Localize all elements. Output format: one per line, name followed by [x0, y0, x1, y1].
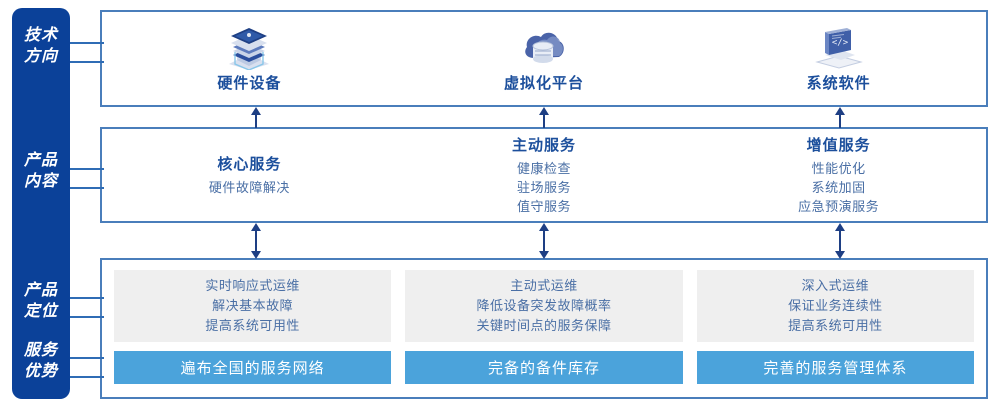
sidebar-label-line2: 方向 — [23, 48, 58, 65]
content-item: 系统加固 — [811, 180, 866, 195]
tech-label-hardware: 硬件设备 — [217, 75, 282, 92]
tech-column-hardware[interactable]: 硬件设备 — [102, 12, 397, 105]
sidebar-item-tech-direction[interactable]: 技术 方向 — [12, 25, 70, 67]
connector-line-tech-top — [62, 42, 104, 44]
arrow-bidirectional-valueadd — [835, 223, 845, 259]
tech-direction-panel: 硬件设备 虚拟化平台 — [100, 10, 988, 107]
content-item: 值守服务 — [517, 199, 572, 214]
sidebar-item-service-advantage[interactable]: 服务 优势 — [12, 340, 70, 382]
sidebar-label-line2: 优势 — [23, 363, 58, 380]
positioning-line: 提高系统可用性 — [788, 318, 883, 333]
connector-line-advantage-top — [62, 357, 104, 359]
sidebar-label-line1: 产品 — [23, 282, 58, 299]
content-item: 硬件故障解决 — [208, 180, 290, 195]
connector-line-content-top — [62, 168, 104, 170]
arrow-up-system-software — [835, 107, 845, 128]
content-title-core-service: 核心服务 — [217, 156, 282, 173]
connector-line-content-bottom — [62, 187, 104, 189]
arrow-bidirectional-core — [251, 223, 261, 259]
cloud-database-icon — [525, 32, 564, 63]
positioning-box-realtime[interactable]: 实时响应式运维 解决基本故障 提高系统可用性 — [114, 270, 392, 342]
content-item: 健康检查 — [517, 161, 572, 176]
sidebar-label-line1: 产品 — [23, 152, 58, 169]
connector-line-advantage-bottom — [62, 376, 104, 378]
positioning-advantage-panel: 实时响应式运维 解决基本故障 提高系统可用性 遍布全国的服务网络 主动式运维 降… — [100, 258, 988, 399]
tech-label-system-software: 系统软件 — [806, 75, 871, 92]
positioning-line: 解决基本故障 — [212, 298, 294, 313]
positioning-box-proactive[interactable]: 主动式运维 降低设备突发故障概率 关键时间点的服务保障 — [405, 270, 683, 342]
content-column-valueadd-service[interactable]: 增值服务 性能优化 系统加固 应急预演服务 — [691, 129, 986, 221]
content-column-core-service[interactable]: 核心服务 硬件故障解决 — [102, 129, 397, 221]
arrow-bidirectional-proactive — [539, 223, 549, 259]
laptop-code-icon: </> — [814, 28, 863, 69]
positioning-line: 关键时间点的服务保障 — [476, 318, 612, 333]
content-item: 应急预演服务 — [798, 199, 880, 214]
positioning-line: 主动式运维 — [510, 278, 578, 293]
advantage-bar-service-network[interactable]: 遍布全国的服务网络 — [114, 351, 392, 384]
positioning-box-indepth[interactable]: 深入式运维 保证业务连续性 提高系统可用性 — [696, 270, 974, 342]
connector-line-tech-bottom — [62, 61, 104, 63]
bottom-column-3: 深入式运维 保证业务连续性 提高系统可用性 完善的服务管理体系 — [696, 270, 974, 387]
bottom-column-1: 实时响应式运维 解决基本故障 提高系统可用性 遍布全国的服务网络 — [114, 270, 392, 387]
tech-label-virtualization: 虚拟化平台 — [504, 75, 585, 92]
svg-text:</>: </> — [832, 38, 849, 48]
advantage-bar-spare-parts[interactable]: 完备的备件库存 — [405, 351, 683, 384]
connector-line-positioning-top — [62, 297, 104, 299]
positioning-line: 实时响应式运维 — [205, 278, 300, 293]
server-stack-icon — [229, 28, 270, 70]
content-title-valueadd-service: 增值服务 — [806, 137, 871, 154]
positioning-line: 深入式运维 — [801, 278, 870, 293]
sidebar-item-product-positioning[interactable]: 产品 定位 — [12, 280, 70, 322]
content-column-proactive-service[interactable]: 主动服务 健康检查 驻场服务 值守服务 — [397, 129, 692, 221]
product-content-panel: 核心服务 硬件故障解决 主动服务 健康检查 驻场服务 值守服务 增值服务 性能优… — [100, 127, 988, 223]
content-item: 驻场服务 — [517, 180, 572, 195]
bottom-column-2: 主动式运维 降低设备突发故障概率 关键时间点的服务保障 完备的备件库存 — [405, 270, 683, 387]
sidebar-label-line2: 定位 — [23, 303, 58, 320]
positioning-line: 保证业务连续性 — [788, 298, 883, 313]
sidebar-label-line1: 服务 — [23, 342, 58, 359]
tech-column-system-software[interactable]: </> 系统软件 — [691, 12, 986, 105]
advantage-bar-management-system[interactable]: 完善的服务管理体系 — [696, 351, 974, 384]
tech-column-virtualization[interactable]: 虚拟化平台 — [397, 12, 692, 105]
arrow-up-virtualization — [539, 107, 549, 128]
positioning-line: 降低设备突发故障概率 — [476, 298, 612, 313]
sidebar-label-line2: 内容 — [23, 173, 58, 190]
content-title-proactive-service: 主动服务 — [512, 137, 577, 154]
sidebar-panel — [12, 8, 70, 399]
positioning-line: 提高系统可用性 — [205, 318, 300, 333]
content-item: 性能优化 — [811, 161, 866, 176]
arrow-up-hardware — [251, 107, 261, 128]
sidebar-item-product-content[interactable]: 产品 内容 — [12, 150, 70, 192]
connector-line-positioning-bottom — [62, 316, 104, 318]
sidebar-label-line1: 技术 — [23, 27, 58, 44]
